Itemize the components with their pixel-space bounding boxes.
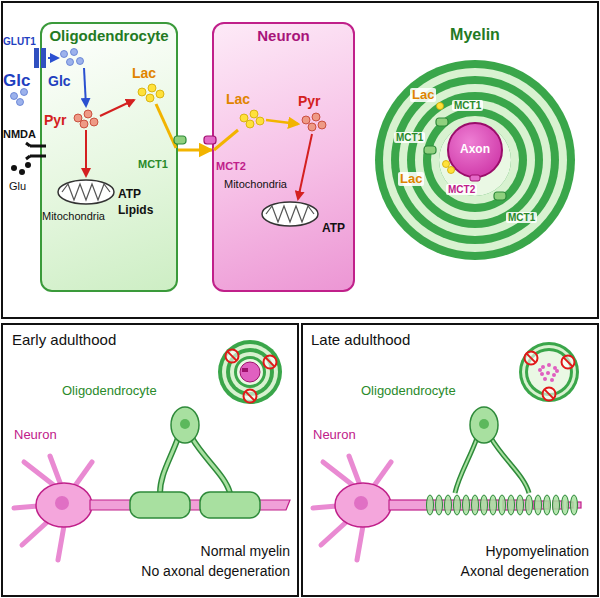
lactate-dots [138,84,164,102]
label: Late adulthood [311,332,410,349]
pyruvate-dots [302,113,326,131]
glut1-transporter [34,48,58,68]
mct1-transporter [174,136,186,144]
myelin-transporters [424,118,506,200]
label: GLUT1 [3,36,36,47]
early-oligodendrocyte [130,407,260,518]
late-thin-myelin [427,495,578,515]
neuron-node: Neuron [212,22,355,292]
label: Hypomyelination [486,544,590,559]
label: MCT1 [506,212,537,223]
label: Axonal degeneration [461,564,589,579]
axon-node: Axon [447,122,503,178]
pyruvate-dots [74,110,98,128]
label: Lac [410,88,436,102]
late-oligodendrocyte [455,407,529,493]
label: MCT1 [394,132,425,143]
node-title: Myelin [450,26,500,44]
label: Lac [398,172,424,186]
label: Glc [3,72,30,91]
lactate-path [156,104,176,148]
label: Neuron [313,428,356,442]
label: Early adulthood [12,332,116,349]
early-neuron [14,456,290,560]
lac-to-pyr-arrow [266,120,298,124]
mitochondrion [58,180,114,204]
label: Lipids [118,204,153,217]
pyr-to-mito-arrow [298,134,312,199]
label: Pyr [298,94,321,109]
label: ATP [118,188,141,201]
early-cross-section [218,340,282,404]
nmda-receptor [26,143,46,159]
label: Neuron [14,428,57,442]
label: MCT2 [216,160,246,172]
label: MCT1 [452,100,483,111]
label: Glu [9,180,26,192]
label: Oligodendrocyte [62,384,157,398]
node-title: Axon [460,143,490,156]
late-cross-section [519,342,579,402]
myelin-node: MyelinAxon [375,60,575,260]
label: Mitochondria [42,210,105,222]
lactate-dots [240,110,264,128]
label: Oligodendrocyte [361,384,456,398]
mitochondrion [262,202,318,226]
label: No axonal degeneration [141,564,290,579]
glucose-arrow [84,68,86,106]
lactate-path [214,130,238,150]
label: Glc [48,74,71,89]
label: MCT2 [446,184,477,195]
label: NMDA [3,128,36,140]
pyr-to-lac-arrow [100,100,134,116]
label: ATP [322,222,345,235]
lactate-shuttle-arrow [178,149,212,152]
node-title: Oligodendrocyte [49,28,168,45]
label: Mitochondria [224,178,287,190]
label: MCT1 [138,158,168,170]
pyr-to-mito-arrow [85,130,87,176]
oligo-node: Oligodendrocyte [40,22,178,292]
node-title: Neuron [257,28,310,45]
mct2-transporter [204,136,216,144]
label: Pyr [44,113,67,128]
myelin-lactate-dots [437,103,455,174]
label: Normal myelin [201,544,290,559]
label: Lac [226,92,250,107]
early-panel [2,324,298,596]
label: Lac [132,66,156,81]
late-panel [302,324,598,596]
top-panel [2,2,598,318]
glutamate-dots [11,162,31,175]
